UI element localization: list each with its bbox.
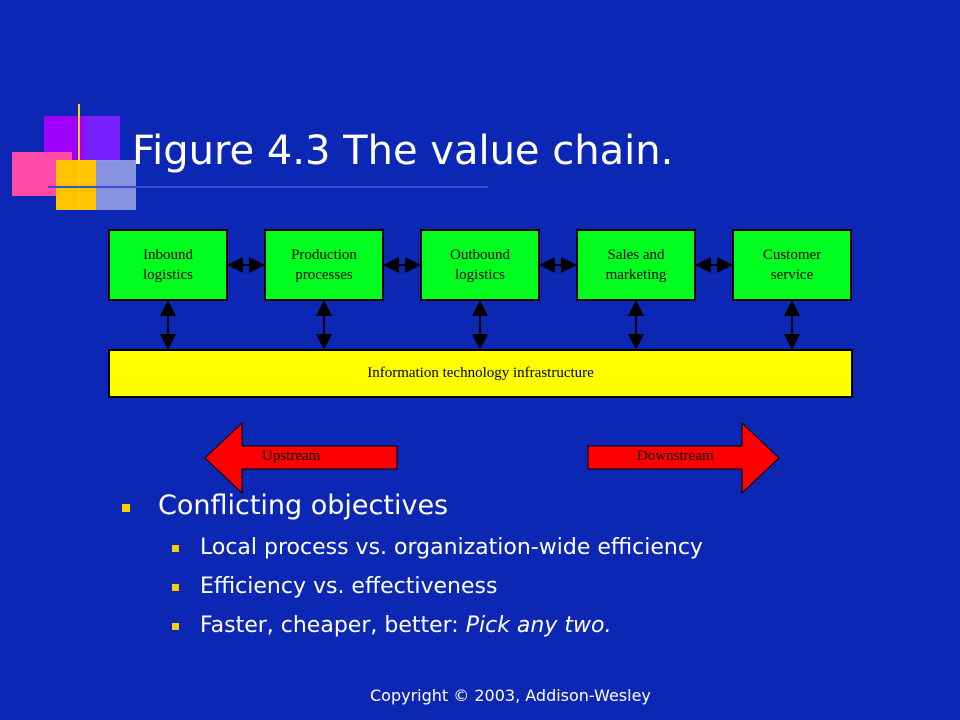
bullet-main: Conflicting objectives xyxy=(158,490,449,521)
box-line: Sales and xyxy=(607,247,665,263)
box-line: service xyxy=(770,267,814,283)
bullet-marker xyxy=(122,504,130,512)
box-customer-service: Customer service xyxy=(732,229,852,301)
bullet-sub: Efficiency vs. effectiveness xyxy=(200,574,498,599)
box-line: Inbound xyxy=(143,247,193,263)
bullet-sub: Local process vs. organization-wide effi… xyxy=(200,535,703,560)
copyright-footer: Copyright © 2003, Addison-Wesley xyxy=(370,686,651,705)
downstream-label: Downstream xyxy=(637,448,714,464)
box-line: marketing xyxy=(605,267,667,283)
box-sales-marketing: Sales and marketing xyxy=(576,229,696,301)
box-line: logistics xyxy=(454,267,505,283)
box-line: Customer xyxy=(762,247,822,263)
box-line: logistics xyxy=(142,267,193,283)
box-line: Production xyxy=(291,247,357,263)
box-outbound-logistics: Outbound logistics xyxy=(420,229,540,301)
upstream-arrow xyxy=(204,421,398,495)
upstream-label: Upstream xyxy=(262,448,321,464)
bullet-marker xyxy=(172,584,179,591)
box-production-processes: Production processes xyxy=(264,229,384,301)
box-inbound-logistics: Inbound logistics xyxy=(108,229,228,301)
bullet-marker xyxy=(172,623,179,630)
downstream-arrow xyxy=(587,421,780,495)
box-line: Outbound xyxy=(450,247,510,263)
page-title: Figure 4.3 The value chain. xyxy=(132,128,674,174)
bullet-sub-3: Faster, cheaper, better: Pick any two. xyxy=(200,613,611,638)
bullet-marker xyxy=(172,545,179,552)
bullet-sub-italic: Pick any two. xyxy=(465,613,612,638)
box-line: processes xyxy=(295,267,353,283)
title-divider xyxy=(48,186,488,188)
infrastructure-bar: Information technology infrastructure xyxy=(108,349,853,398)
logo-decoration xyxy=(0,0,140,220)
bullet-sub-text: Faster, cheaper, better: xyxy=(200,613,466,638)
